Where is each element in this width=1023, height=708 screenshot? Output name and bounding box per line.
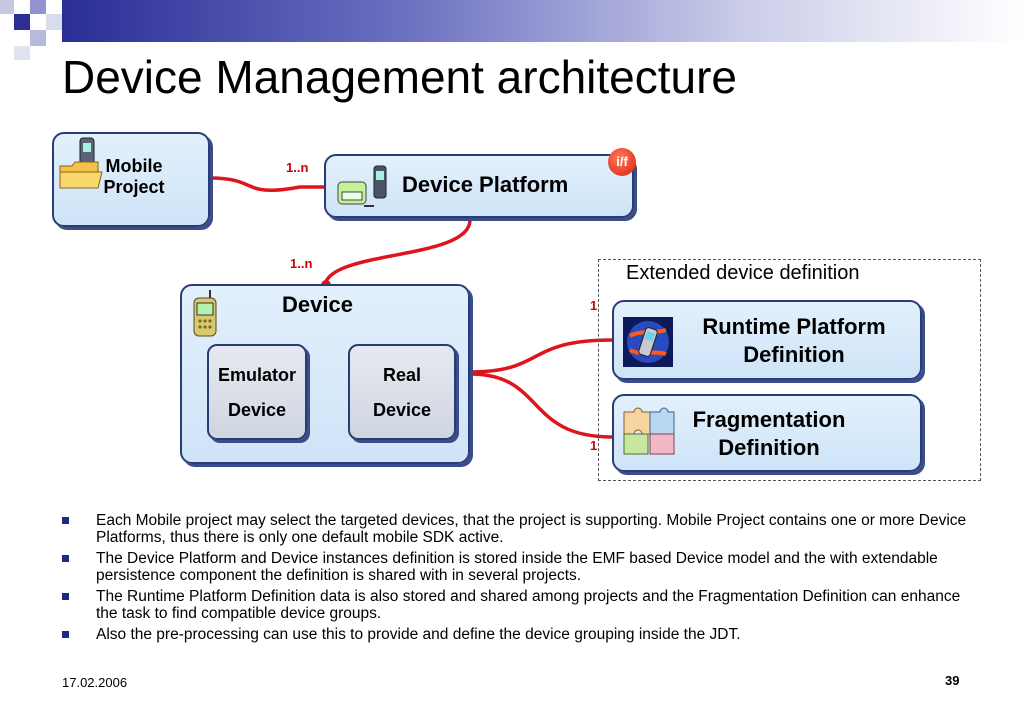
- footer-date: 17.02.2006: [62, 675, 128, 690]
- device-platform-box[interactable]: Device Platform: [324, 154, 634, 218]
- extended-device-label: Extended device definition: [626, 262, 860, 284]
- bullet-item: The Device Platform and Device instances…: [62, 550, 967, 584]
- bullet-item: The Runtime Platform Definition data is …: [62, 588, 967, 622]
- interface-badge: i/f: [608, 148, 636, 176]
- globe-phone-icon: [623, 317, 673, 367]
- bullet-list: Each Mobile project may select the targe…: [62, 512, 967, 647]
- folder-phone-icon: [59, 137, 103, 189]
- connector-project-platform: [208, 176, 326, 192]
- mobile-project-label: Mobile Project: [103, 156, 165, 197]
- extended-device-region: [598, 259, 981, 481]
- fragmentation-box[interactable]: Fragmentation Definition: [612, 394, 922, 472]
- device-box[interactable]: Device Emulator Device Real Device: [180, 284, 470, 464]
- page-number: 39: [945, 673, 960, 688]
- multiplicity-device-runtime: 1: [590, 298, 598, 313]
- multiplicity-project-platform: 1..n: [286, 160, 309, 175]
- multiplicity-device-fragmentation: 1: [590, 438, 598, 453]
- bullet-item: Each Mobile project may select the targe…: [62, 512, 967, 546]
- multiplicity-platform-device: 1..n: [290, 256, 313, 271]
- corner-decoration: [0, 0, 62, 60]
- real-device-box[interactable]: Real Device: [348, 344, 456, 440]
- fragmentation-label: Fragmentation Definition: [692, 407, 846, 460]
- emulator-device-box[interactable]: Emulator Device: [207, 344, 307, 440]
- runtime-platform-box[interactable]: Runtime Platform Definition: [612, 300, 922, 380]
- platform-phone-icon: [337, 165, 387, 207]
- bullet-item: Also the pre-processing can use this to …: [62, 626, 967, 643]
- connector-device-fragmentation: [468, 372, 614, 439]
- device-platform-label: Device Platform: [402, 172, 569, 197]
- header-bar: [62, 0, 1023, 42]
- connector-platform-device: [323, 218, 472, 287]
- cell-phone-icon: [193, 290, 217, 337]
- slide-title: Device Management architecture: [62, 51, 737, 103]
- device-label: Device: [282, 292, 353, 317]
- mobile-project-box[interactable]: Mobile Project: [52, 132, 210, 227]
- puzzle-icon: [623, 407, 675, 455]
- connector-device-runtime: [468, 338, 614, 374]
- runtime-platform-label: Runtime Platform Definition: [702, 314, 886, 367]
